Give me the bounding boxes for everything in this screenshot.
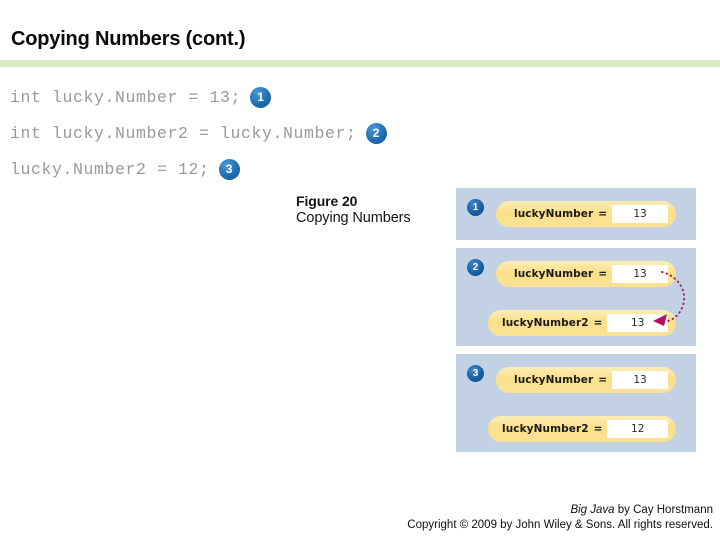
book-author: by Cay Horstmann bbox=[614, 504, 713, 516]
code-step-badge-1: 1 bbox=[250, 86, 272, 108]
code-line: int lucky.Number2 = lucky.Number; 2 bbox=[10, 116, 440, 152]
code-line-text: lucky.Number2 = 12; bbox=[10, 160, 210, 179]
figure-panel-2: 2 luckyNumber = 13 luckyNumber2 = 13 bbox=[456, 248, 696, 346]
figure-title: Copying Numbers bbox=[296, 210, 411, 226]
code-step-badge-3: 3 bbox=[218, 158, 240, 180]
variable-name: luckyNumber2 bbox=[502, 317, 589, 329]
variable-value: 12 bbox=[607, 420, 668, 438]
figure-panel-1: 1 luckyNumber = 13 bbox=[456, 188, 696, 240]
variable-name: luckyNumber bbox=[514, 268, 594, 280]
panel-step-badge-3: 3 bbox=[467, 365, 484, 382]
variable-value: 13 bbox=[612, 265, 668, 283]
figure-20-copying-numbers: Figure 20 Copying Numbers 1 luckyNumber … bbox=[296, 188, 706, 463]
book-title: Big Java bbox=[570, 504, 615, 516]
variable-box-luckyNumber2: luckyNumber2 = 12 bbox=[488, 416, 676, 442]
code-step-badge-2: 2 bbox=[365, 122, 387, 144]
panel-step-badge-1: 1 bbox=[467, 199, 484, 216]
equals-sign: = bbox=[598, 268, 608, 280]
variable-value: 13 bbox=[607, 314, 668, 332]
figure-panels: 1 luckyNumber = 13 2 luckyNumber = 13 lu… bbox=[456, 188, 696, 460]
variable-value: 13 bbox=[612, 205, 668, 223]
variable-name: luckyNumber2 bbox=[502, 423, 589, 435]
variable-box-luckyNumber: luckyNumber = 13 bbox=[496, 201, 676, 227]
panel-step-badge-2: 2 bbox=[467, 259, 484, 276]
variable-value: 13 bbox=[612, 371, 668, 389]
code-line-text: int lucky.Number2 = lucky.Number; bbox=[10, 124, 357, 143]
equals-sign: = bbox=[598, 374, 608, 386]
equals-sign: = bbox=[598, 208, 608, 220]
footer: Big Java by Cay Horstmann Copyright © 20… bbox=[407, 503, 713, 533]
code-block: int lucky.Number = 13; 1 int lucky.Number… bbox=[10, 80, 440, 188]
code-line: int lucky.Number = 13; 1 bbox=[10, 80, 440, 116]
variable-name: luckyNumber bbox=[514, 208, 594, 220]
variable-box-luckyNumber: luckyNumber = 13 bbox=[496, 367, 676, 393]
variable-name: luckyNumber bbox=[514, 374, 594, 386]
figure-number: Figure 20 bbox=[296, 193, 358, 209]
variable-box-luckyNumber2: luckyNumber2 = 13 bbox=[488, 310, 676, 336]
variable-box-luckyNumber: luckyNumber = 13 bbox=[496, 261, 676, 287]
equals-sign: = bbox=[593, 317, 603, 329]
footer-attribution: Big Java by Cay Horstmann bbox=[407, 503, 713, 518]
title-divider bbox=[0, 60, 720, 67]
figure-caption: Figure 20 Copying Numbers bbox=[296, 193, 446, 227]
figure-panel-3: 3 luckyNumber = 13 luckyNumber2 = 12 bbox=[456, 354, 696, 452]
code-line: lucky.Number2 = 12; 3 bbox=[10, 152, 440, 188]
equals-sign: = bbox=[593, 423, 603, 435]
footer-copyright: Copyright © 2009 by John Wiley & Sons. A… bbox=[407, 519, 713, 531]
code-line-text: int lucky.Number = 13; bbox=[10, 88, 242, 107]
page-title: Copying Numbers (cont.) bbox=[11, 28, 246, 50]
